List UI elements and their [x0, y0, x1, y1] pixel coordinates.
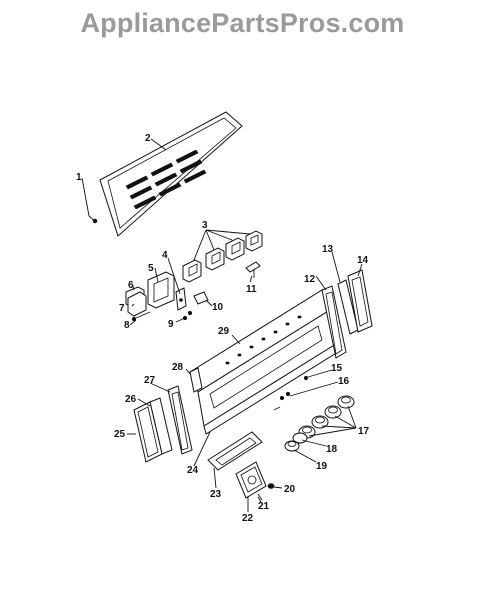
- part-8-screw[interactable]: [131, 311, 151, 322]
- callout-15: 15: [331, 363, 343, 374]
- part-28-left-bracket[interactable]: [189, 367, 203, 393]
- part-19-knob[interactable]: [284, 440, 300, 452]
- callout-3: 3: [202, 220, 208, 231]
- part-3-switches[interactable]: [182, 230, 263, 283]
- callout-11: 11: [246, 284, 257, 295]
- callout-26: 26: [125, 394, 137, 405]
- part-7-housing[interactable]: [127, 291, 147, 317]
- callout-5: 5: [148, 263, 154, 274]
- watermark: AppliancePartsPros.com: [80, 8, 405, 38]
- part-21-bracket[interactable]: [257, 493, 263, 501]
- callout-27: 27: [144, 375, 156, 386]
- callout-24: 24: [187, 465, 199, 476]
- callout-20: 20: [284, 484, 296, 495]
- callout-13: 13: [322, 244, 334, 255]
- part-5-switch-housing[interactable]: [147, 271, 175, 309]
- callout-9: 9: [168, 319, 174, 330]
- leader-lines: [81, 138, 363, 512]
- callout-4: 4: [162, 250, 168, 261]
- callout-25: 25: [114, 429, 126, 440]
- callout-22: 22: [242, 513, 254, 524]
- callout-21: 21: [258, 501, 270, 512]
- callout-23: 23: [210, 489, 222, 500]
- part-11-clip[interactable]: [245, 261, 261, 278]
- part-17-knobs[interactable]: [298, 395, 355, 439]
- callout-19: 19: [316, 461, 328, 472]
- part-10-plug[interactable]: [193, 291, 209, 305]
- part-14-right-end-trim[interactable]: [347, 269, 373, 333]
- part-12-right-end-cap[interactable]: [321, 285, 347, 359]
- callout-12: 12: [304, 274, 316, 285]
- callout-28: 28: [172, 362, 184, 373]
- callout-17: 17: [358, 426, 370, 437]
- part-23-clock-bezel[interactable]: [207, 431, 263, 471]
- callout-7: 7: [119, 303, 125, 314]
- part-29-control-panel[interactable]: [189, 289, 337, 427]
- part-16-screws[interactable]: [273, 391, 291, 411]
- part-22-clock[interactable]: [235, 461, 267, 499]
- callout-16: 16: [338, 376, 350, 387]
- callout-1: 1: [76, 172, 82, 183]
- part-15-screws[interactable]: [303, 375, 309, 381]
- part-20-screw[interactable]: [267, 483, 275, 489]
- callout-2: 2: [145, 133, 151, 144]
- part-1-screw[interactable]: [88, 215, 98, 224]
- callout-6: 6: [128, 280, 134, 291]
- part-2-backguard-panel[interactable]: [99, 111, 243, 237]
- part-25-left-end-trim[interactable]: [133, 401, 163, 463]
- callout-labels: 1 2 3 4 5 6 7 8 9 10 11 12 13 14 15 16 1…: [76, 133, 370, 524]
- callout-29: 29: [218, 326, 230, 337]
- part-27-left-end-cap[interactable]: [167, 385, 193, 455]
- callout-18: 18: [326, 444, 338, 455]
- callout-14: 14: [357, 255, 369, 266]
- part-4-bracket[interactable]: [175, 287, 187, 311]
- callout-10: 10: [212, 302, 224, 313]
- callout-8: 8: [124, 320, 130, 331]
